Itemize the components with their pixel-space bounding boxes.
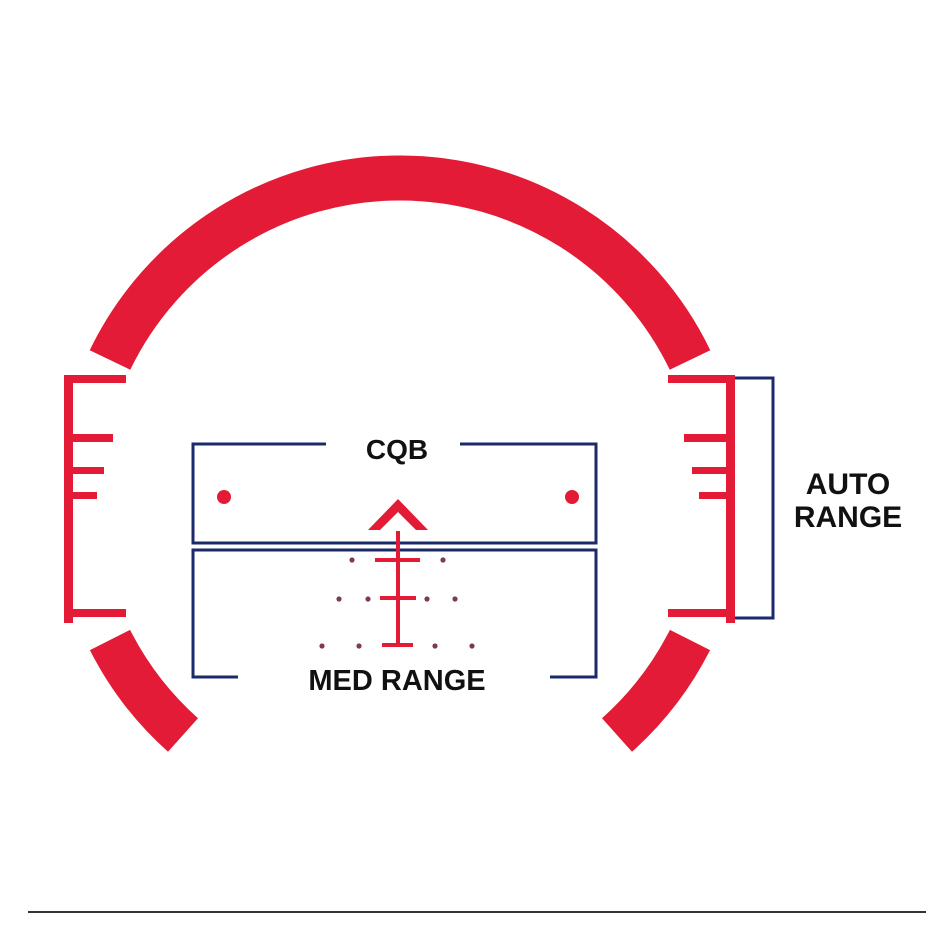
auto-range-label-line1: AUTO: [806, 468, 890, 501]
cqb-dot-right: [565, 490, 579, 504]
auto-range-bracket: [735, 376, 775, 620]
bottom-divider: [28, 911, 926, 913]
auto-range-label-line2: RANGE: [794, 501, 902, 534]
left-range-ladder: [64, 375, 126, 623]
cqb-box: [191, 442, 598, 545]
cqb-label: CQB: [366, 434, 428, 465]
windage-dots: [319, 557, 475, 649]
bdc-stadia: [375, 531, 420, 647]
right-range-ladder: [668, 375, 735, 623]
reticle-ring-lower-right: [601, 629, 711, 752]
med-range-label: MED RANGE: [308, 665, 485, 697]
chevron-aimpoint: [368, 499, 428, 530]
reticle-ring-upper: [89, 155, 711, 370]
med-range-box: [191, 548, 598, 679]
cqb-dot-left: [217, 490, 231, 504]
reticle-ring-lower-left: [89, 629, 199, 752]
